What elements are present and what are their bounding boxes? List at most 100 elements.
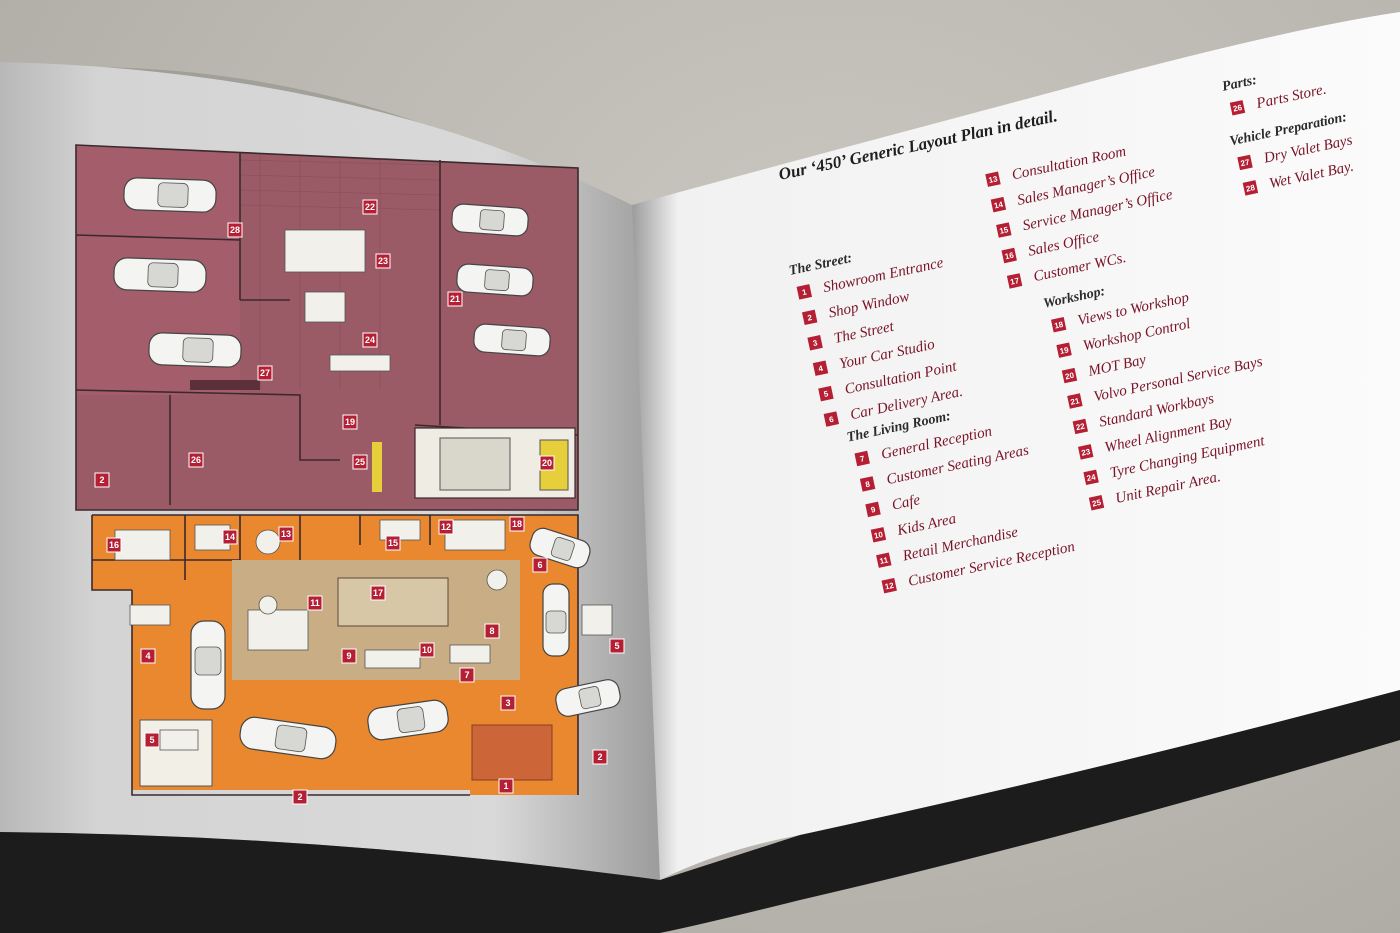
plan-marker-box: [106, 537, 122, 553]
legend-marker: [1056, 342, 1072, 358]
plan-marker-8: 8: [484, 623, 500, 639]
plan-marker-box: [292, 789, 308, 805]
plan-marker-2: 2: [592, 749, 608, 765]
legend-marker-number: 6: [828, 415, 835, 425]
plan-marker-number: 2: [597, 752, 602, 762]
plan-marker-15: 15: [385, 535, 401, 551]
plan-marker-box: [188, 452, 204, 468]
plan-marker-number: 28: [230, 225, 240, 235]
workbench: [329, 354, 391, 372]
legend-marker: [1006, 273, 1023, 289]
plan-marker-number: 22: [365, 202, 375, 212]
valet-bench: [190, 380, 260, 390]
plan-marker-4: 4: [140, 648, 156, 664]
plan-marker-number: 12: [441, 522, 451, 532]
plan-marker-box: [370, 585, 386, 601]
wc-block: [337, 577, 449, 627]
legend-marker: [812, 360, 829, 376]
legend-marker: [990, 196, 1007, 213]
legend-marker-number: 25: [1091, 498, 1102, 509]
legend-marker: [876, 552, 892, 568]
plan-marker-number: 8: [489, 626, 494, 636]
plan-marker-box: [419, 642, 435, 658]
plan-marker-number: 1: [503, 781, 508, 791]
legend-marker-number: 26: [1232, 103, 1243, 114]
entrance-canopy: [471, 724, 553, 781]
plan-marker-box: [144, 732, 160, 748]
plan-marker-5: 5: [609, 638, 625, 654]
plan-marker-18: 18: [509, 516, 525, 532]
plan-marker-27: 27: [257, 365, 273, 381]
legend-marker-number: 21: [1070, 396, 1081, 407]
legend-marker-number: 5: [823, 389, 830, 399]
plan-marker-14: 14: [222, 529, 238, 545]
plan-marker-box: [227, 222, 243, 238]
plan-marker-box: [222, 529, 238, 545]
legend-marker-number: 18: [1053, 320, 1064, 331]
plan-marker-number: 15: [388, 538, 398, 548]
legend-marker: [801, 309, 818, 326]
legend-marker-number: 19: [1059, 345, 1070, 356]
legend-marker-number: 7: [859, 454, 866, 464]
legend-marker: [818, 385, 834, 402]
plan-marker-box: [342, 414, 358, 430]
plan-marker-box: [307, 595, 323, 611]
plan-marker-box: [257, 365, 273, 381]
plan-marker-16: 16: [106, 537, 122, 553]
legend-marker: [1072, 418, 1089, 435]
plan-marker-10: 10: [419, 642, 435, 658]
plan-marker-9: 9: [341, 648, 357, 664]
plan-marker-number: 18: [512, 519, 522, 529]
legend-marker-number: 10: [873, 530, 884, 541]
legend-marker-number: 24: [1086, 472, 1097, 483]
legend-marker: [985, 171, 1001, 187]
legend-marker-number: 9: [870, 505, 877, 515]
workshop-outline: [75, 144, 579, 511]
plan-marker-box: [352, 454, 368, 470]
plan-marker-25: 25: [352, 454, 368, 470]
plan-marker-number: 5: [149, 735, 154, 745]
plan-marker-box: [341, 648, 357, 664]
plan-marker-box: [140, 648, 156, 664]
legend-marker: [1067, 393, 1083, 409]
plan-marker-22: 22: [362, 199, 378, 215]
legend-marker-number: 1: [801, 287, 808, 297]
plan-marker-number: 3: [505, 698, 510, 708]
plan-marker-box: [362, 199, 378, 215]
legend-marker: [1242, 180, 1259, 196]
plan-marker-2: 2: [292, 789, 308, 805]
plan-marker-box: [438, 519, 454, 535]
plan-marker-number: 25: [355, 457, 365, 467]
yellow-marking: [372, 442, 382, 492]
legend-marker: [1083, 469, 1099, 486]
legend-marker-number: 16: [1004, 251, 1015, 262]
plan-marker-box: [532, 557, 548, 573]
mot-lift: [439, 437, 511, 491]
legend-marker-number: 3: [812, 338, 819, 348]
legend-marker: [1237, 154, 1253, 171]
plan-marker-number: 4: [145, 651, 150, 661]
plan-marker-19: 19: [342, 414, 358, 430]
plan-marker-number: 20: [542, 458, 552, 468]
plan-marker-number: 16: [109, 540, 119, 550]
showroom-cars: [190, 527, 621, 760]
legend-marker: [881, 577, 897, 594]
legend-marker: [1229, 100, 1246, 116]
legend-marker-number: 28: [1245, 183, 1256, 194]
plan-marker-box: [459, 667, 475, 683]
plan-marker-24: 24: [362, 332, 378, 348]
plan-marker-number: 11: [310, 598, 320, 608]
plan-marker-11: 11: [307, 595, 323, 611]
plan-marker-box: [447, 291, 463, 307]
plan-marker-6: 6: [532, 557, 548, 573]
plan-marker-box: [375, 253, 391, 269]
plan-marker-17: 17: [370, 585, 386, 601]
plan-marker-13: 13: [278, 526, 294, 542]
plan-marker-5: 5: [144, 732, 160, 748]
legend-marker: [1077, 444, 1094, 460]
plan-marker-box: [385, 535, 401, 551]
legend-marker-number: 17: [1009, 276, 1020, 287]
plan-marker-26: 26: [188, 452, 204, 468]
plan-marker-number: 9: [346, 651, 351, 661]
